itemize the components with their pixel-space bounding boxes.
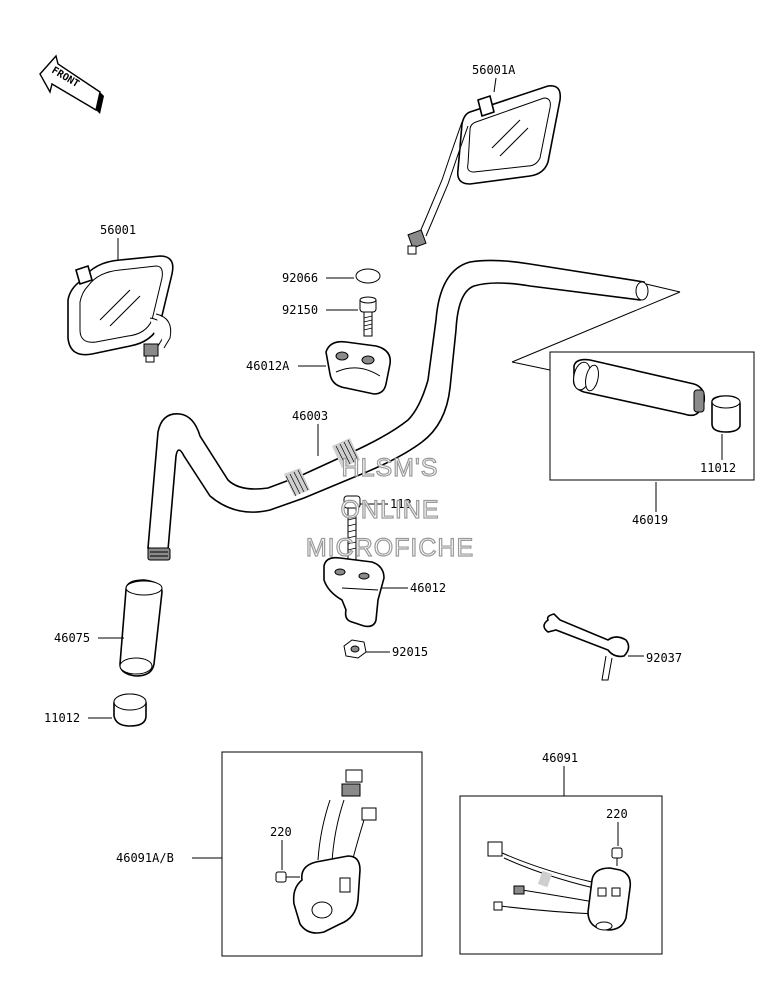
nut-92015 [343,639,367,659]
screw-220-right [611,847,623,866]
switch-housing-left-46091AB [292,769,377,934]
label-11012-right: 11012 [700,461,736,475]
label-46075: 46075 [54,631,90,645]
wrench-92037 [543,613,630,681]
watermark-line2: ONLINE [340,496,439,524]
end-cap-left-11012 [113,693,147,727]
grip-left-46075 [119,579,163,677]
label-46091: 46091 [542,751,578,765]
label-92150: 92150 [282,303,318,317]
label-46003: 46003 [292,409,328,423]
label-56001: 56001 [100,223,136,237]
label-220-right: 220 [606,807,628,821]
watermark-line3: MICROFICHE [306,534,474,562]
clamp-lower-46012 [323,556,385,628]
label-112: 112 [390,497,412,511]
label-46012A: 46012A [246,359,290,373]
clamp-upper-46012A [325,340,392,395]
switch-housing-right-46091 [487,841,632,931]
box-46019 [549,351,755,481]
label-56001A: 56001A [472,63,516,77]
label-92066: 92066 [282,271,318,285]
label-46091AB: 46091A/B [116,851,174,865]
mirror-right-56001A [407,84,562,255]
label-11012-left: 11012 [44,711,80,725]
bolt-112 [343,495,361,563]
label-92015: 92015 [392,645,428,659]
plug-92066 [355,268,381,284]
watermark: HLSM'S ONLINE MICROFICHE [305,453,474,562]
front-arrow-icon: FRONT [39,54,104,114]
end-cap-right-11012 [711,395,741,433]
handlebar-46003 [147,259,649,561]
mirror-left-56001 [67,255,174,363]
box-46091AB [221,751,423,957]
label-46012: 46012 [410,581,446,595]
grip-right-46019 [572,358,706,417]
label-46019: 46019 [632,513,668,527]
label-92037: 92037 [646,651,682,665]
box-46091 [459,795,663,955]
label-220-left: 220 [270,825,292,839]
bolt-92150 [359,296,377,337]
watermark-line1: HLSM'S [342,454,439,482]
screw-220-left [275,871,300,883]
